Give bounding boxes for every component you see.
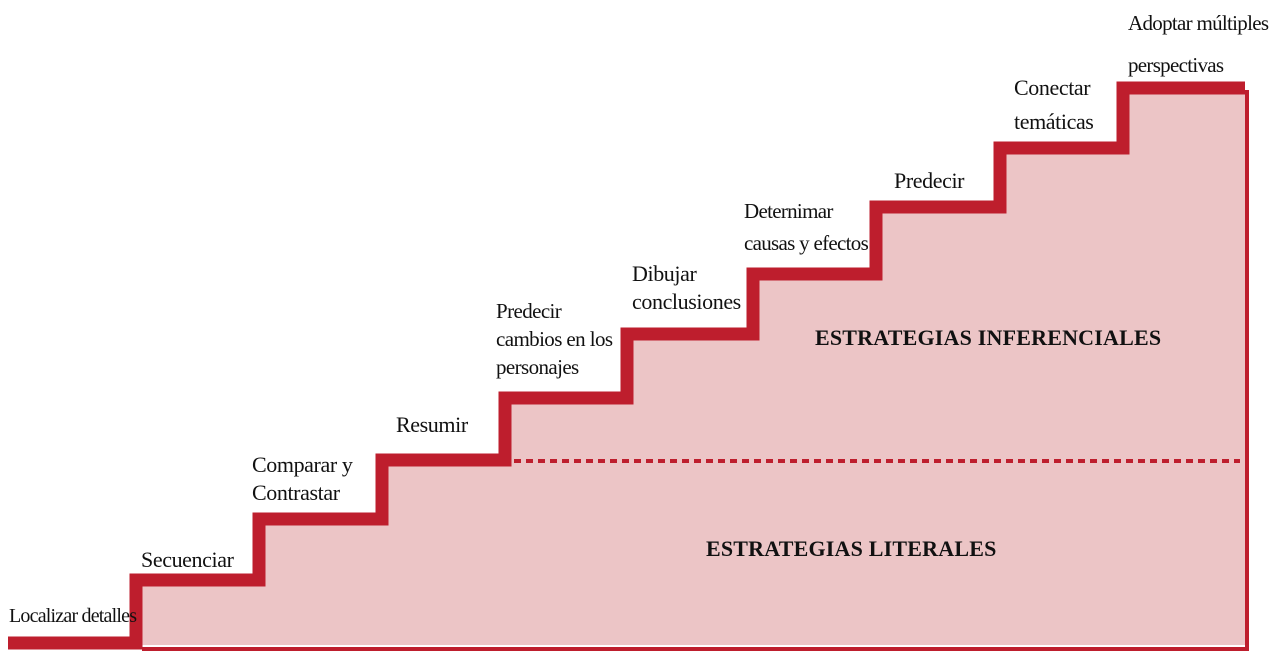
inferential-strategies-label: ESTRATEGIAS INFERENCIALES — [815, 325, 1162, 350]
step-label-adoptar-perspectivas: Adoptar múltiples perspectivas — [1128, 11, 1269, 77]
step-label-localizar-detalles: Localizar detalles — [9, 605, 137, 627]
step-label-dibujar-conclusiones: Dibujar conclusiones — [632, 261, 741, 314]
step-label-predecir-cambios: Predecir cambios en los personajes — [496, 299, 613, 379]
staircase-frame — [142, 90, 1249, 651]
literal-strategies-label: ESTRATEGIAS LITERALES — [706, 536, 997, 561]
staircase-outline — [8, 81, 1245, 650]
staircase-fill — [136, 88, 1245, 645]
step-label-comparar-contrastar: Comparar y Contrastar — [252, 452, 353, 505]
step-label-determinar-causas: Deternimar causas y efectos — [744, 199, 869, 255]
step-label-predecir: Predecir — [894, 168, 965, 193]
step-label-secuenciar: Secuenciar — [141, 547, 234, 572]
step-label-resumir: Resumir — [396, 412, 468, 437]
step-label-conectar-tematicas: Conectar temáticas — [1014, 75, 1094, 134]
